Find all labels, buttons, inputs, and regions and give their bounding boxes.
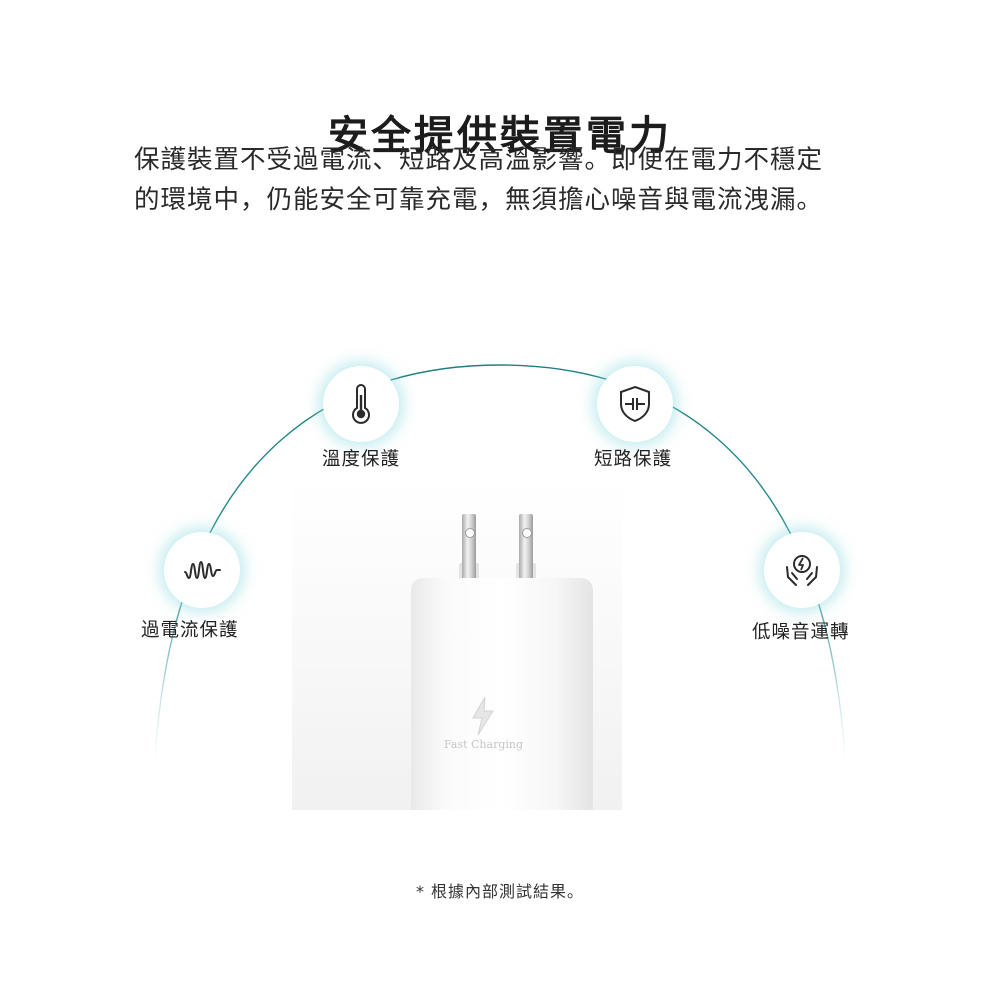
description: 保護裝置不受過電流、短路及高溫影響。即便在電力不穩定 的環境中，仍能安全可靠充電…	[134, 140, 874, 220]
description-line-1: 保護裝置不受過電流、短路及高溫影響。即便在電力不穩定	[134, 145, 824, 175]
charger-photo: Fast Charging	[292, 480, 622, 810]
charger-body	[411, 578, 593, 810]
feature-label-temperature: 溫度保護	[322, 449, 401, 470]
feature-label-low-noise: 低噪音運轉	[752, 622, 850, 643]
lightning-bolt-icon	[472, 696, 494, 736]
description-line-2: 的環境中，仍能安全可靠充電，無須擔心噪音與電流洩漏。	[134, 185, 824, 215]
page-title: 安全提供裝置電力	[328, 112, 672, 159]
feature-label-short-circuit: 短路保護	[594, 449, 673, 470]
waveform-icon	[184, 561, 221, 579]
charger-print-text: Fast Charging	[444, 738, 524, 751]
overcurrent-node	[164, 532, 240, 608]
charger-pin-left	[462, 514, 476, 592]
hands-bolt-icon	[786, 555, 818, 586]
feature-label-overcurrent: 過電流保護	[141, 620, 239, 641]
charger-pin-right	[519, 514, 533, 592]
low-noise-node	[764, 532, 840, 608]
temperature-node	[323, 366, 399, 442]
footnote: * 根據內部測試結果。	[415, 882, 585, 901]
thermometer-icon	[352, 384, 370, 424]
short-circuit-node	[597, 366, 673, 442]
shield-circuit-icon	[620, 385, 650, 423]
